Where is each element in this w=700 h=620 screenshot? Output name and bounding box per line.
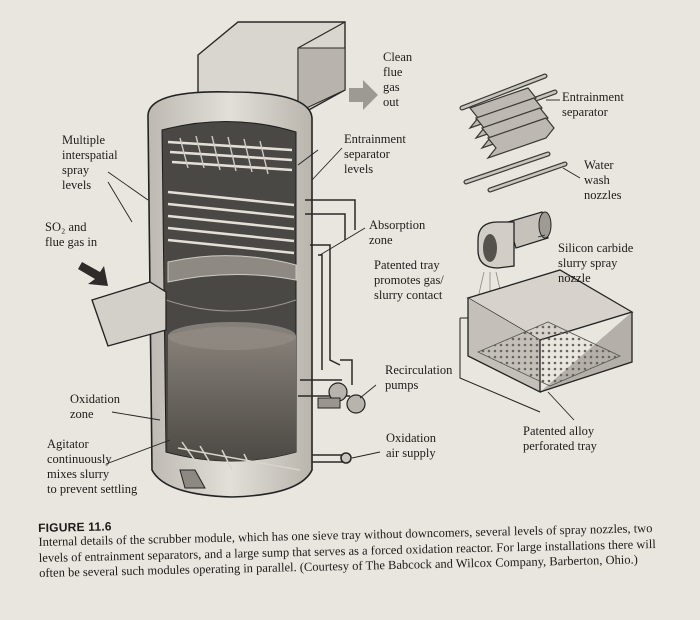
perforated-tray-detail [459,269,634,413]
label-entrainment-separator-levels: Entrainment separator levels [344,132,406,177]
sump-slurry [168,326,296,461]
label-line: Entrainment [562,90,624,104]
label-line: gas [383,80,400,94]
label-multiple-spray-levels: Multiple interspatial spray levels [62,133,118,193]
label-line: to prevent settling [47,482,138,496]
label-line: Absorption [369,218,426,232]
label-line: Oxidation [386,431,436,445]
label-line: slurry contact [374,288,443,302]
label-perforated-tray: Patented alloy perforated tray [523,424,597,454]
spray-headers [167,140,295,255]
agitator [177,441,301,475]
inlet-duct [91,281,167,347]
label-clean-flue-gas-out: Clean flue gas out [383,50,412,110]
separator-grid [179,135,269,175]
entrainment-separator-detail [459,73,568,193]
air-supply-pipe [312,452,352,464]
leader-lines [105,99,581,465]
label-line: levels [62,178,92,192]
label-line: separator [344,147,390,161]
label-oxidation-zone: Oxidation zone [70,392,120,422]
label-line: nozzle [558,271,591,285]
label-line: levels [344,162,374,176]
label-line: spray [62,163,90,177]
label-line: zone [369,233,393,247]
label-line: Water [584,158,614,172]
label-line: Silicon carbide [558,241,634,255]
label-line: Entrainment [344,132,406,146]
label-patented-tray: Patented tray promotes gas/ slurry conta… [374,258,444,303]
label-line: out [383,95,399,109]
label-line: SO₂ and [45,220,87,234]
label-line: perforated tray [523,439,597,453]
label-line: slurry spray [558,256,618,270]
label-line: air supply [386,446,436,460]
recirculation-pumps [317,382,366,414]
label-entrainment-separator: Entrainment separator [562,90,624,120]
label-line: continuously [47,452,112,466]
label-line: Oxidation [70,392,120,406]
label-line: Multiple [62,133,106,147]
label-silicon-carbide-nozzle: Silicon carbide slurry spray nozzle [558,241,633,286]
label-line: Patented tray [374,258,440,272]
label-line: nozzles [584,188,622,202]
label-line: mixes slurry [47,467,110,481]
perforated-tray [167,255,297,283]
label-line: Agitator [47,437,89,451]
label-line: promotes gas/ [374,273,444,287]
outlet-duct [197,21,346,113]
flow-arrow-out [349,80,378,110]
label-line: interspatial [62,148,118,162]
label-line: wash [584,173,610,187]
label-recirculation-pumps: Recirculation pumps [385,363,452,393]
label-line: Clean [383,50,413,64]
label-line: zone [70,407,94,421]
label-absorption-zone: Absorption zone [369,218,425,248]
label-agitator: Agitator continuously mixes slurry to pr… [47,437,137,497]
flow-arrow-in [78,262,108,286]
label-line: flue gas in [45,235,98,249]
label-line: separator [562,105,608,119]
label-line: Patented alloy [523,424,595,438]
label-oxidation-air-supply: Oxidation air supply [386,431,436,461]
label-line: pumps [385,378,419,392]
label-so2-flue-gas-in: SO₂ and flue gas in [45,220,97,250]
label-water-wash-nozzles: Water wash nozzles [584,158,621,203]
label-line: Recirculation [385,363,453,377]
label-line: flue [383,65,403,79]
slurry-spray-nozzle-detail [477,211,552,300]
